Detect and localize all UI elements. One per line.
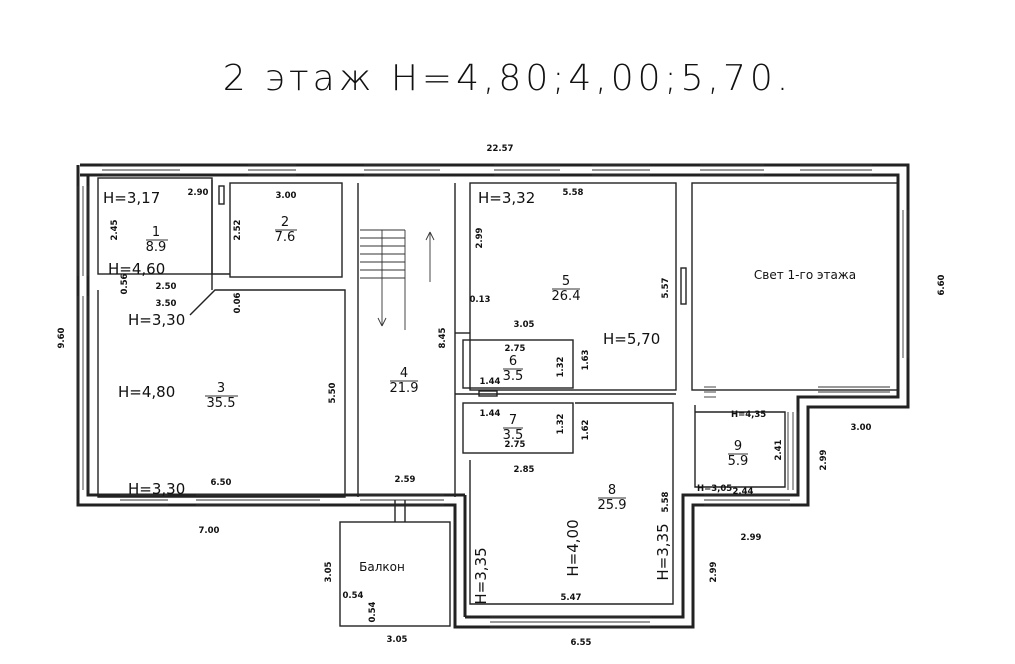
- dim: 5.58: [661, 491, 671, 512]
- room-8-area: 25.9: [598, 498, 627, 513]
- room-5-area: 26.4: [552, 289, 581, 304]
- height-room-3: H=4,80: [118, 383, 175, 401]
- height-room-3-bottom: H=3,30: [128, 480, 185, 498]
- dim: 1.63: [581, 349, 591, 370]
- room-7-area: 3.5: [503, 428, 524, 443]
- dim: 2.99: [475, 227, 485, 248]
- height-labels: H=3,17 H=4,60 H=3,30 H=4,80 H=3,30 H=3,3…: [103, 189, 766, 605]
- dim: 1.62: [581, 419, 591, 440]
- dim: 6.55: [571, 638, 592, 648]
- room-3-area: 35.5: [207, 396, 236, 411]
- room-5-id: 5: [562, 274, 570, 289]
- dim: 2.44: [733, 487, 754, 497]
- room-7-id: 7: [509, 413, 517, 428]
- height-room-9-top: H=4,35: [731, 410, 766, 420]
- dim: 5.57: [661, 277, 671, 298]
- height-room-8: H=4,00: [564, 519, 582, 576]
- dim: 2.99: [709, 561, 719, 582]
- dim: 0.06: [233, 292, 243, 313]
- dim: 1.44: [480, 409, 501, 419]
- dim: 22.57: [487, 144, 514, 154]
- plan-title: 2 этаж H=4,80;4,00;5,70.: [222, 58, 793, 99]
- dim: 7.00: [199, 526, 220, 536]
- dim: 8.45: [438, 327, 448, 348]
- room-labels: 1 8.9 2 7.6 3 35.5 4 21.9 5 26.4 6 3.5 7…: [146, 215, 856, 574]
- dim: 5.47: [561, 593, 582, 603]
- dim: 3.05: [324, 561, 334, 582]
- dim: 3.05: [514, 320, 535, 330]
- dim: 2.99: [819, 449, 829, 470]
- door-marks: [218, 185, 687, 522]
- room-2-area: 7.6: [275, 230, 296, 245]
- dim: 6.50: [211, 478, 232, 488]
- height-room-5: H=5,70: [603, 330, 660, 348]
- dim: 1.32: [556, 356, 566, 377]
- room-1-area: 8.9: [146, 240, 167, 255]
- dim: 5.58: [563, 188, 584, 198]
- dim: 3.50: [156, 299, 177, 309]
- dim: 2.59: [395, 475, 416, 485]
- dim: 1.44: [480, 377, 501, 387]
- dim: 1.32: [556, 413, 566, 434]
- height-room-3-top: H=3,30: [128, 311, 185, 329]
- dim: 2.41: [774, 439, 784, 460]
- dim: 0.54: [343, 591, 364, 601]
- height-room-8-right: H=3,35: [654, 523, 672, 580]
- room-9-id: 9: [734, 439, 742, 454]
- dim: 3.00: [851, 423, 872, 433]
- stairs: [360, 229, 435, 330]
- room-3-id: 3: [217, 381, 225, 396]
- height-room-9-bottom: H=3,05: [697, 484, 732, 494]
- dim: 2.50: [156, 282, 177, 292]
- dim: 0.54: [368, 601, 378, 622]
- balcony-label: Балкон: [359, 560, 405, 574]
- dim: 3.05: [387, 635, 408, 645]
- dim: 3.00: [276, 191, 297, 201]
- dim: 2.75: [505, 344, 526, 354]
- height-room-1: H=3,17: [103, 189, 160, 207]
- dim: 0.13: [470, 295, 491, 305]
- dim: 9.60: [57, 327, 67, 348]
- room-6-area: 3.5: [503, 369, 524, 384]
- height-room-8-left: H=3,35: [472, 547, 490, 604]
- room-9-area: 5.9: [728, 454, 749, 469]
- room-4-id: 4: [400, 366, 408, 381]
- dim: 5.50: [328, 382, 338, 403]
- room-1-id: 1: [152, 225, 160, 240]
- dim: 2.45: [110, 219, 120, 240]
- dimension-labels: 22.57 2.90 3.00 5.58 2.45 2.52 2.99 5.57…: [57, 144, 947, 648]
- room-4-area: 21.9: [390, 381, 419, 396]
- dim: 2.75: [505, 440, 526, 450]
- room-6-id: 6: [509, 354, 517, 369]
- dim: 2.52: [233, 219, 243, 240]
- dim: 2.99: [741, 533, 762, 543]
- room-8-id: 8: [608, 483, 616, 498]
- dim: 0.56: [120, 273, 130, 294]
- height-room-1-b: H=4,60: [108, 260, 165, 278]
- dim: 6.60: [937, 274, 947, 295]
- dim: 2.90: [188, 188, 209, 198]
- dim: 2.85: [514, 465, 535, 475]
- light-well-label: Свет 1-го этажа: [754, 268, 856, 282]
- room-2-id: 2: [281, 215, 289, 230]
- height-room-5-top: H=3,32: [478, 189, 535, 207]
